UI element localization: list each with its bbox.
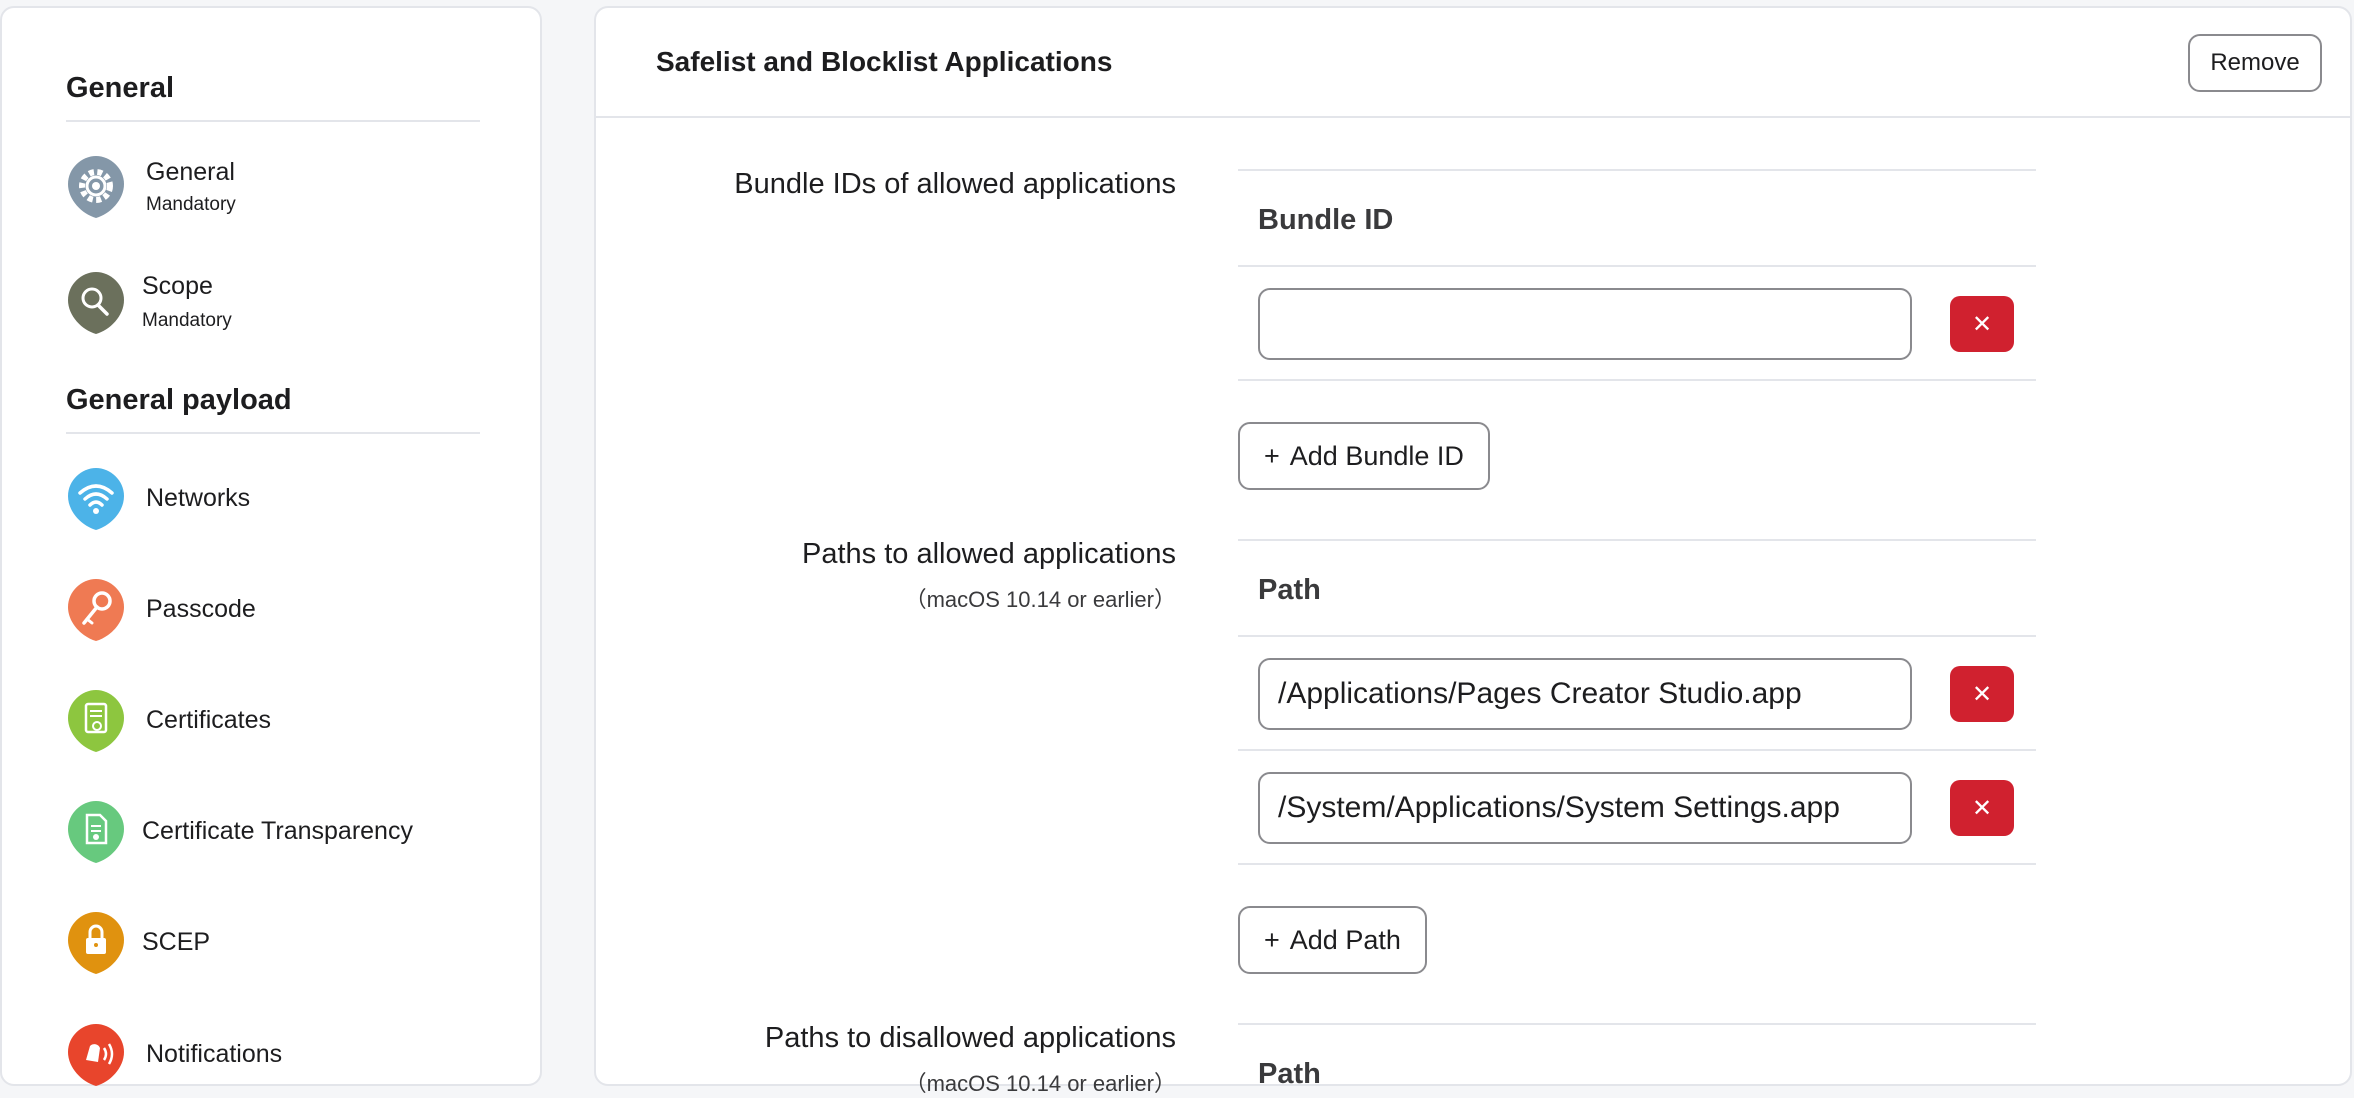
add-path-button[interactable]: + Add Path — [1238, 906, 1427, 974]
close-icon: ✕ — [1971, 794, 1993, 822]
divider — [1238, 1023, 2036, 1025]
sidebar-item-passcode[interactable]: Passcode — [64, 569, 484, 641]
disallowed-paths-note: （macOS 10.14 or earlier） — [904, 1071, 1176, 1096]
allowed-path-input[interactable] — [1258, 658, 1912, 730]
add-bundle-id-button[interactable]: + Add Bundle ID — [1238, 422, 1490, 490]
sidebar-item-label: General — [146, 158, 235, 186]
delete-path-button[interactable]: ✕ — [1950, 780, 2014, 836]
divider — [1238, 379, 2036, 381]
scope-magnifier-icon — [66, 270, 126, 336]
gear-icon — [66, 154, 126, 220]
divider — [1238, 539, 2036, 541]
sidebar-item-scope[interactable]: Scope Mandatory — [64, 262, 484, 334]
divider — [1238, 169, 2036, 171]
sidebar-item-label: Notifications — [146, 1040, 283, 1068]
certificate-document-icon — [66, 799, 126, 865]
plus-icon: + — [1264, 924, 1280, 955]
sidebar-item-label: SCEP — [142, 928, 211, 956]
add-path-label: Add Path — [1289, 924, 1401, 955]
sidebar-item-sublabel: Mandatory — [142, 310, 232, 331]
key-icon — [66, 577, 126, 643]
sidebar: General General Mandatory Scope Mandator… — [0, 6, 542, 1086]
path-column-header: Path — [1258, 574, 1321, 606]
divider — [1238, 863, 2036, 865]
delete-path-button[interactable]: ✕ — [1950, 666, 2014, 722]
wifi-icon — [66, 466, 126, 532]
sidebar-section-general: General — [66, 72, 174, 104]
sidebar-item-notifications[interactable]: Notifications — [64, 1014, 484, 1086]
add-bundle-id-label: Add Bundle ID — [1289, 440, 1464, 471]
divider — [1238, 635, 2036, 637]
sidebar-item-label: Scope — [142, 272, 213, 300]
plus-icon: + — [1264, 440, 1280, 471]
sidebar-item-networks[interactable]: Networks — [64, 458, 484, 530]
panel-header: Safelist and Blocklist Applications Remo… — [596, 8, 2350, 118]
bundle-ids-label: Bundle IDs of allowed applications — [734, 168, 1176, 200]
allowed-path-input[interactable] — [1258, 772, 1912, 844]
sidebar-item-label: Passcode — [146, 595, 256, 623]
sidebar-item-label: Certificates — [146, 706, 272, 734]
sidebar-item-scep[interactable]: SCEP — [64, 902, 484, 974]
bundle-id-input[interactable] — [1258, 288, 1912, 360]
allowed-paths-label: Paths to allowed applications — [801, 538, 1176, 570]
divider — [66, 432, 480, 434]
disallowed-paths-label: Paths to disallowed applications — [764, 1022, 1176, 1054]
divider — [1238, 749, 2036, 751]
sidebar-section-general-payload: General payload — [66, 384, 292, 416]
remove-button[interactable]: Remove — [2188, 34, 2322, 92]
allowed-paths-note: （macOS 10.14 or earlier） — [904, 587, 1176, 612]
page-title: Safelist and Blocklist Applications — [656, 46, 1113, 77]
close-icon: ✕ — [1971, 680, 1993, 708]
sidebar-item-general[interactable]: General Mandatory — [64, 146, 484, 218]
sidebar-item-certificates[interactable]: Certificates — [64, 680, 484, 752]
sidebar-item-label: Networks — [146, 484, 251, 512]
payload-panel: Safelist and Blocklist Applications Remo… — [594, 6, 2352, 1096]
path-column-header: Path — [1258, 1058, 1321, 1090]
sidebar-item-certificate-transparency[interactable]: Certificate Transparency — [64, 791, 484, 863]
delete-bundle-id-button[interactable]: ✕ — [1950, 296, 2014, 352]
sidebar-item-sublabel: Mandatory — [146, 194, 236, 215]
sidebar-item-label: Certificate Transparency — [142, 817, 413, 845]
bundle-id-column-header: Bundle ID — [1258, 204, 1394, 236]
close-icon: ✕ — [1971, 310, 1993, 338]
divider — [66, 120, 480, 122]
notification-bell-icon — [66, 1022, 126, 1088]
lock-icon — [66, 910, 126, 976]
certificate-icon — [66, 688, 126, 754]
divider — [1238, 265, 2036, 267]
